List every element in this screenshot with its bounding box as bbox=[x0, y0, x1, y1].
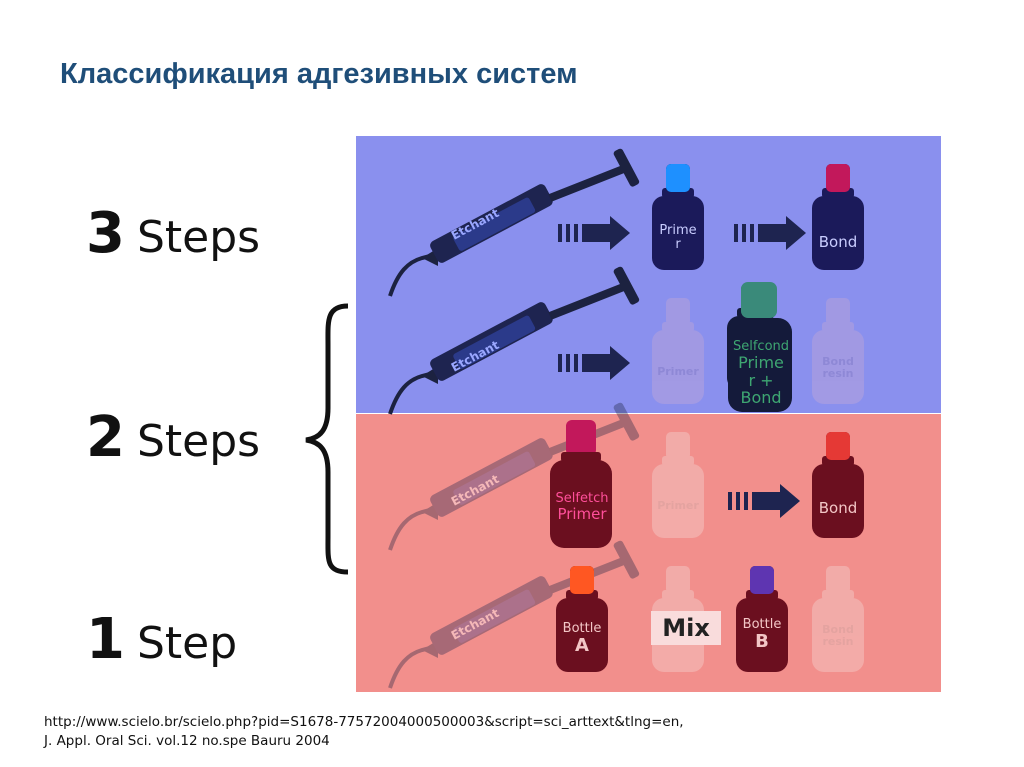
bottle-icon-faded bbox=[812, 566, 864, 672]
step-word: Step bbox=[136, 618, 238, 669]
bottle-b-title: Bottle bbox=[742, 617, 782, 632]
bottle-icon bbox=[812, 164, 864, 270]
reference-journal: J. Appl. Oral Sci. vol.12 no.spe Bauru 2… bbox=[44, 733, 330, 749]
bottle-a-title: Bottle bbox=[562, 621, 602, 636]
selfcond-label: Selfcond Prime r + Bond bbox=[726, 339, 796, 408]
selfcond-line: Prime bbox=[738, 353, 784, 373]
bottle-a-label: Bottle A bbox=[550, 621, 614, 657]
bond-label: Bond bbox=[818, 233, 858, 251]
bond-label: Bond bbox=[818, 499, 858, 517]
step-number: 1 bbox=[86, 607, 125, 672]
step-number: 2 bbox=[86, 405, 125, 470]
selfetch-sub: Primer bbox=[557, 505, 607, 524]
bottle-icon-faded bbox=[652, 298, 704, 404]
selfetch-label: Selfetch Primer bbox=[548, 491, 616, 524]
reference-url[interactable]: http://www.scielo.br/scielo.php?pid=S167… bbox=[44, 714, 684, 730]
row-3-steps: Etchant bbox=[390, 148, 864, 296]
syringe-icon bbox=[390, 266, 640, 414]
mix-label: Mix bbox=[651, 611, 721, 645]
primer-label-line: r bbox=[675, 237, 681, 253]
row-1-all-in-one: Etchant bbox=[390, 540, 864, 688]
bottle-b-label: Bottle B bbox=[730, 617, 794, 653]
bottle-icon-faded bbox=[812, 298, 864, 404]
bottle-icon bbox=[550, 420, 612, 548]
selfcond-title: Selfcond bbox=[732, 339, 790, 354]
bond-resin-line: resin bbox=[822, 635, 854, 649]
step-number: 3 bbox=[86, 201, 125, 266]
bottle-a-letter: A bbox=[575, 635, 589, 657]
reference-citation: http://www.scielo.br/scielo.php?pid=S167… bbox=[44, 713, 684, 751]
step-word: Steps bbox=[136, 212, 261, 263]
primer-label-line: Prime bbox=[659, 223, 697, 238]
arrow-icon bbox=[734, 216, 806, 250]
bottle-icon bbox=[812, 432, 864, 538]
bottle-icon bbox=[652, 164, 704, 270]
bond-resin-line: resin bbox=[822, 367, 854, 381]
arrow-icon bbox=[728, 484, 800, 518]
selfcond-line: Bond bbox=[740, 388, 782, 408]
syringe-icon bbox=[390, 148, 640, 296]
step-word: Steps bbox=[136, 416, 261, 467]
bottle-b-letter: B bbox=[755, 631, 769, 653]
bottle-icon-faded bbox=[652, 432, 704, 538]
primer-label-faded: Primer bbox=[657, 365, 699, 378]
primer-label: Prime r bbox=[652, 223, 704, 253]
bottle-icon bbox=[727, 282, 792, 412]
bond-resin-line: Bond bbox=[822, 355, 854, 368]
bond-resin-label-faded: Bond resin bbox=[806, 355, 870, 381]
bottle-icon bbox=[736, 566, 788, 672]
row-2b-self-etch: Etchant bbox=[390, 402, 864, 550]
arrow-icon bbox=[558, 216, 630, 250]
bond-resin-label-faded: Bond resin bbox=[806, 623, 870, 649]
page-title: Классификация адгезивных систем bbox=[60, 58, 578, 90]
bond-resin-line: Bond bbox=[822, 623, 854, 636]
selfcond-line: r + bbox=[748, 370, 774, 390]
arrow-icon bbox=[558, 346, 630, 380]
primer-label-faded: Primer bbox=[657, 499, 699, 512]
selfetch-title: Selfetch bbox=[555, 491, 609, 506]
bottle-icon bbox=[556, 566, 608, 672]
